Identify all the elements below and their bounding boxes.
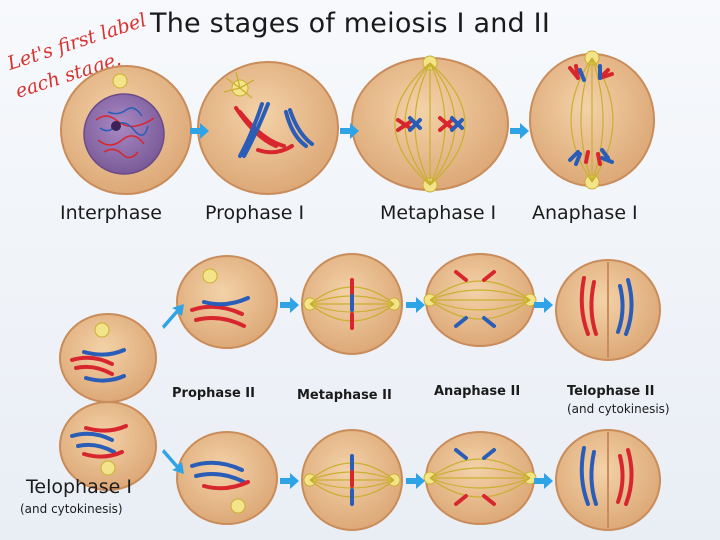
label-metaphase-2: Metaphase II [297,388,392,403]
cell-metaphase-1 [351,55,509,193]
label-prophase-2: Prophase II [172,386,255,401]
cell-telophase-2-bottom [555,429,661,531]
label-anaphase-2: Anaphase II [434,384,521,399]
cell-metaphase-2-top [301,253,403,355]
label-prophase-1: Prophase I [205,202,305,224]
cell-interphase [60,65,192,195]
cell-anaphase-1 [529,50,655,190]
cell-metaphase-2-bottom [301,429,403,531]
label-anaphase-1: Anaphase I [532,202,638,224]
cell-anaphase-2-bottom [423,431,537,525]
page-title: The stages of meiosis I and II [150,8,551,39]
label-telophase-2-sub: (and cytokinesis) [567,402,670,416]
arrows-row2 [162,297,553,489]
cell-prophase-2-bottom [176,431,278,525]
cell-telophase-1-top [59,313,157,403]
cell-prophase-2-top [176,255,278,349]
cell-anaphase-2-top [423,253,537,347]
arrows-row1 [190,123,529,139]
label-telophase-2: Telophase II [567,384,655,399]
cell-prophase-1 [197,61,339,195]
label-metaphase-1: Metaphase I [380,202,497,224]
cell-telophase-1-bottom [59,401,157,491]
cell-telophase-2-top [555,259,661,361]
label-interphase: Interphase [60,202,162,224]
label-telophase-1-sub: (and cytokinesis) [20,502,123,516]
label-telophase-1: Telophase I [26,476,132,498]
